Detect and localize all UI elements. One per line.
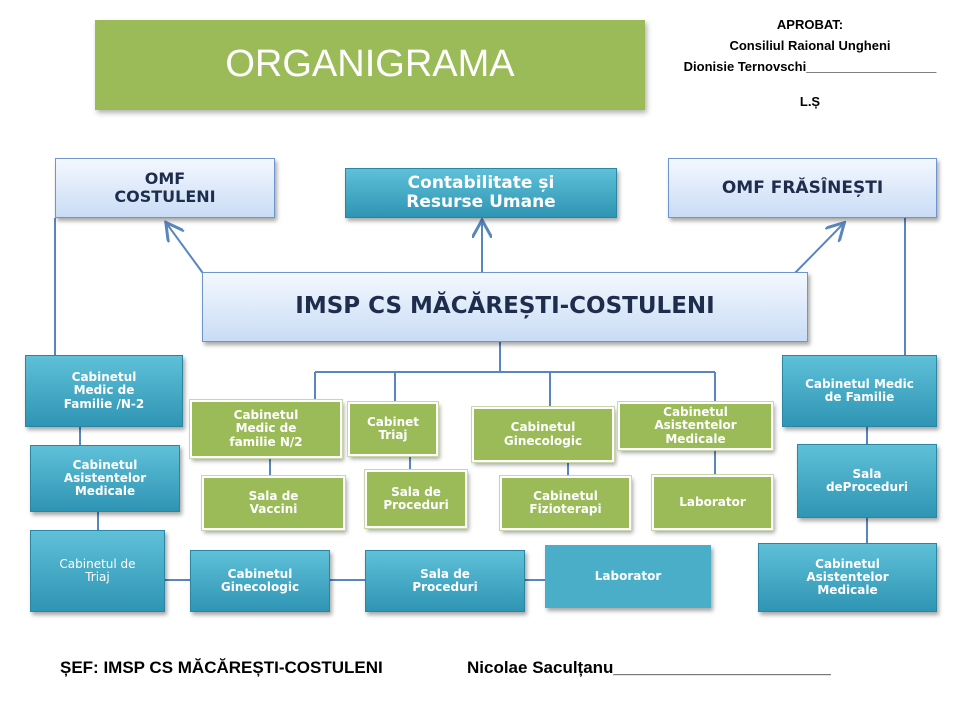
- green-triage-box: Cabinet Triaj: [347, 401, 439, 457]
- green-vaccines-box: Sala de Vaccini: [201, 475, 346, 531]
- approval-heading: APROBAT:: [776, 17, 844, 32]
- footer-name: Nicolae Saculțanu_______________________: [467, 658, 831, 677]
- approval-council: Consiliul Raional Ungheni: [729, 38, 891, 53]
- green-gynecology-box: Cabinetul Ginecologic: [471, 406, 615, 463]
- left-nurses-box: Cabinetul Asistentelor Medicale: [30, 445, 180, 512]
- bottom-gynecology-box: Cabinetul Ginecologic: [190, 550, 330, 612]
- accounting-hr-box: Contabilitate și Resurse Umane: [345, 168, 617, 218]
- green-family-doctor-box: Cabinetul Medic de familie N/2: [189, 399, 343, 459]
- right-family-doctor-box: Cabinetul Medic de Familie: [782, 355, 937, 427]
- bottom-laboratory-box: Laborator: [545, 545, 711, 608]
- bottom-procedures-box: Sala de Proceduri: [365, 550, 525, 612]
- omf-frasinesti-box: OMF FRĂSÎNEȘTI: [668, 158, 937, 218]
- green-laboratory-box: Laborator: [651, 474, 774, 531]
- green-nurses-box: Cabinetul Asistentelor Medicale: [617, 401, 774, 451]
- omf-costuleni-box: OMF COSTULENI: [55, 158, 275, 218]
- left-triage-box: Cabinetul de Triaj: [30, 530, 165, 612]
- page-title: ORGANIGRAMA: [95, 20, 645, 110]
- approval-block: APROBAT: Consiliul Raional Ungheni Dioni…: [660, 14, 960, 112]
- footer-chief: ȘEF: IMSP CS MĂCĂREȘTI-COSTULENI: [60, 658, 383, 677]
- approval-stamp-place: L.Ș: [799, 94, 821, 109]
- right-nurses-box: Cabinetul Asistentelor Medicale: [758, 543, 937, 612]
- imsp-center-box: IMSP CS MĂCĂREȘTI-COSTULENI: [202, 272, 808, 342]
- right-procedures-box: Sala deProceduri: [797, 444, 937, 518]
- green-physiotherapy-box: Cabinetul Fizioterapi: [499, 475, 632, 531]
- left-family-doctor-box: Cabinetul Medic de Familie /N-2: [25, 355, 183, 427]
- green-procedures-box: Sala de Proceduri: [364, 469, 468, 529]
- approval-signatory: Dionisie Ternovschi__________________: [683, 59, 937, 74]
